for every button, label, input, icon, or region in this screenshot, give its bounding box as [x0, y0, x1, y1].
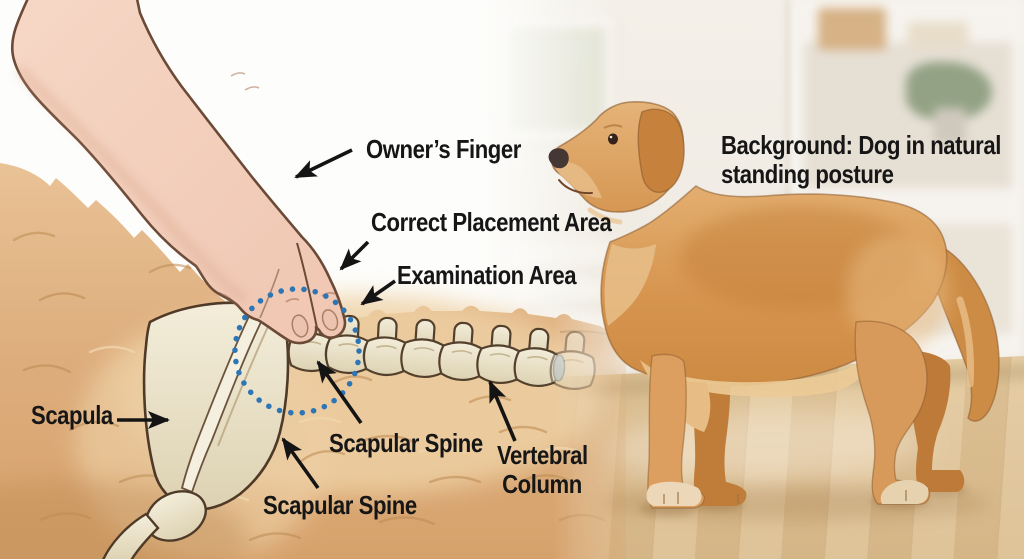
arrow-examination-area	[360, 279, 397, 306]
arrow-scapular-spine-upper	[316, 360, 363, 425]
arrow-correct-placement	[339, 240, 370, 271]
label-scapular-spine-lower: Scapular Spine	[263, 490, 417, 520]
label-examination-area: Examination Area	[397, 260, 577, 290]
label-scapula: Scapula	[31, 400, 113, 430]
dog-near-legs	[646, 320, 931, 509]
scapula-bone	[102, 301, 290, 559]
label-owners-finger: Owner’s Finger	[366, 134, 521, 164]
dog-ear	[637, 108, 685, 193]
dog-head	[548, 101, 685, 225]
fingernail	[321, 309, 339, 331]
label-correct-placement-area: Correct Placement Area	[371, 207, 612, 237]
owner-hand	[10, 0, 347, 345]
label-background-note: Background: Dog in natural standing post…	[721, 130, 1001, 189]
examination-circle	[232, 286, 362, 416]
label-scapular-spine-upper: Scapular Spine	[329, 428, 483, 458]
scapular-spine-ridge	[180, 308, 266, 494]
arrow-owners-finger	[294, 148, 353, 179]
fingernail	[291, 314, 309, 338]
dog-nose	[548, 148, 569, 169]
arrow-vertebral-column	[488, 380, 517, 442]
arrow-scapular-spine-lower	[281, 437, 320, 490]
label-vertebral-column: Vertebral Column	[496, 440, 588, 499]
